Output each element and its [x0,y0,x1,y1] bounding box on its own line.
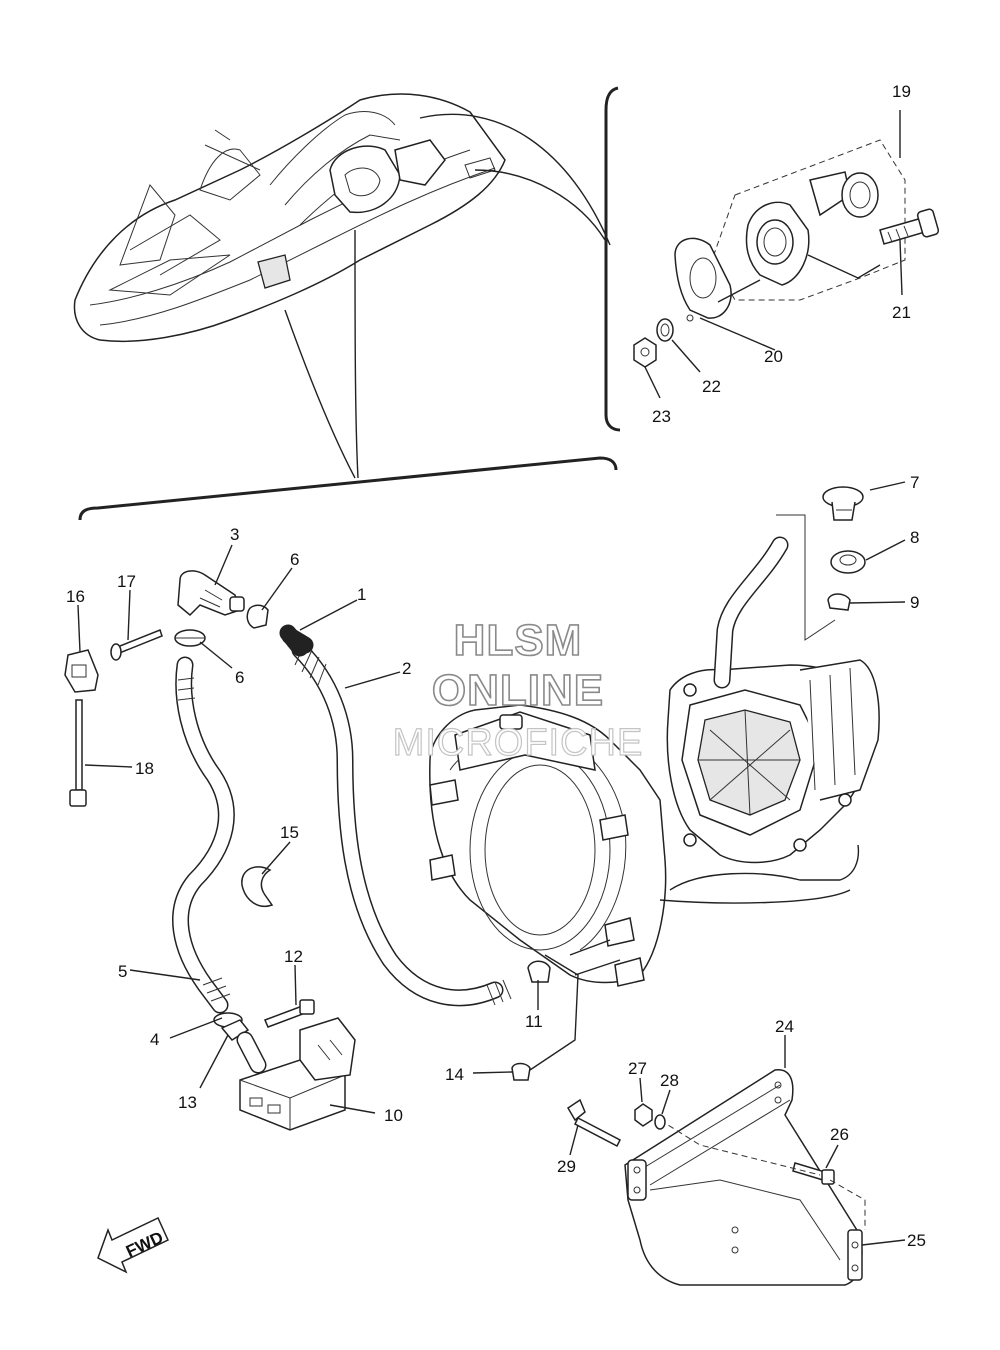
callout-1: 1 [357,585,366,604]
oring-8 [830,550,866,574]
callout-14: 14 [445,1065,464,1084]
callout-8: 8 [910,528,919,547]
rivet-17 [110,629,163,661]
plug-7 [822,486,864,521]
watermark-line-1: HLSM [454,616,583,665]
overview-leaders [78,86,621,521]
cover-24 [624,1069,863,1286]
clamp-6b [174,629,206,647]
callout-labels: 1 2 3 4 5 6 6 7 8 9 10 11 12 13 14 15 16… [66,82,926,1250]
bolt-21 [879,208,940,245]
callout-10: 10 [384,1106,403,1125]
pipe-lower-right [669,844,860,891]
gasket-20 [674,237,732,322]
callout-9: 9 [910,593,919,612]
drain-plug-assembly [633,110,940,399]
nozzle-housing [666,659,880,864]
clip-16 [64,649,99,693]
callout-21: 21 [892,303,911,322]
seal-15 [241,866,274,907]
callout-2: 2 [402,659,411,678]
callout-12: 12 [284,947,303,966]
callout-29: 29 [557,1157,576,1176]
callout-22: 22 [702,377,721,396]
callout-25: 25 [907,1231,926,1250]
callout-6-bottom: 6 [235,668,244,687]
callout-15: 15 [280,823,299,842]
callout-17: 17 [117,572,136,591]
watermark-line-2: ONLINE [432,666,604,715]
elbow-3 [177,570,245,617]
watercraft-overview [73,93,506,343]
nut-23 [633,337,657,368]
watermark-line-3: MICROFICHE [393,722,644,764]
washer-22 [656,318,674,342]
callout-28: 28 [660,1071,679,1090]
fwd-arrow: FWD [97,1216,169,1274]
callout-6-top: 6 [290,550,299,569]
callout-26: 26 [830,1125,849,1144]
callout-leaders [77,544,906,1246]
callout-3: 3 [230,525,239,544]
callout-13: 13 [178,1093,197,1112]
nut-27 [634,1103,653,1127]
callout-19: 19 [892,82,911,101]
clip-9 [827,593,851,611]
washer-28 [654,1114,666,1130]
callout-27: 27 [628,1059,647,1078]
screw-12 [264,999,315,1028]
callout-16: 16 [66,587,85,606]
callout-11: 11 [525,1012,543,1031]
callout-7: 7 [910,473,919,492]
callout-18: 18 [135,759,154,778]
watermark: HLSM ONLINE MICROFICHE [392,615,644,764]
tie-29 [566,1098,621,1148]
clamp-11 [527,960,551,983]
callout-5: 5 [118,962,127,981]
hose-end-1 [279,624,309,657]
drain-housing [745,201,810,286]
callout-4: 4 [150,1030,159,1049]
fitting-13 [220,1019,250,1041]
callout-23: 23 [652,407,671,426]
tie-18 [69,699,87,807]
bypass-bracket-line [776,514,836,641]
drain-valve [809,171,879,218]
box-10 [239,1017,356,1131]
callout-20: 20 [764,347,783,366]
clamp-14 [511,1062,531,1081]
pump-housing [429,704,667,987]
clamp-6a [246,604,269,629]
callout-24: 24 [775,1017,794,1036]
